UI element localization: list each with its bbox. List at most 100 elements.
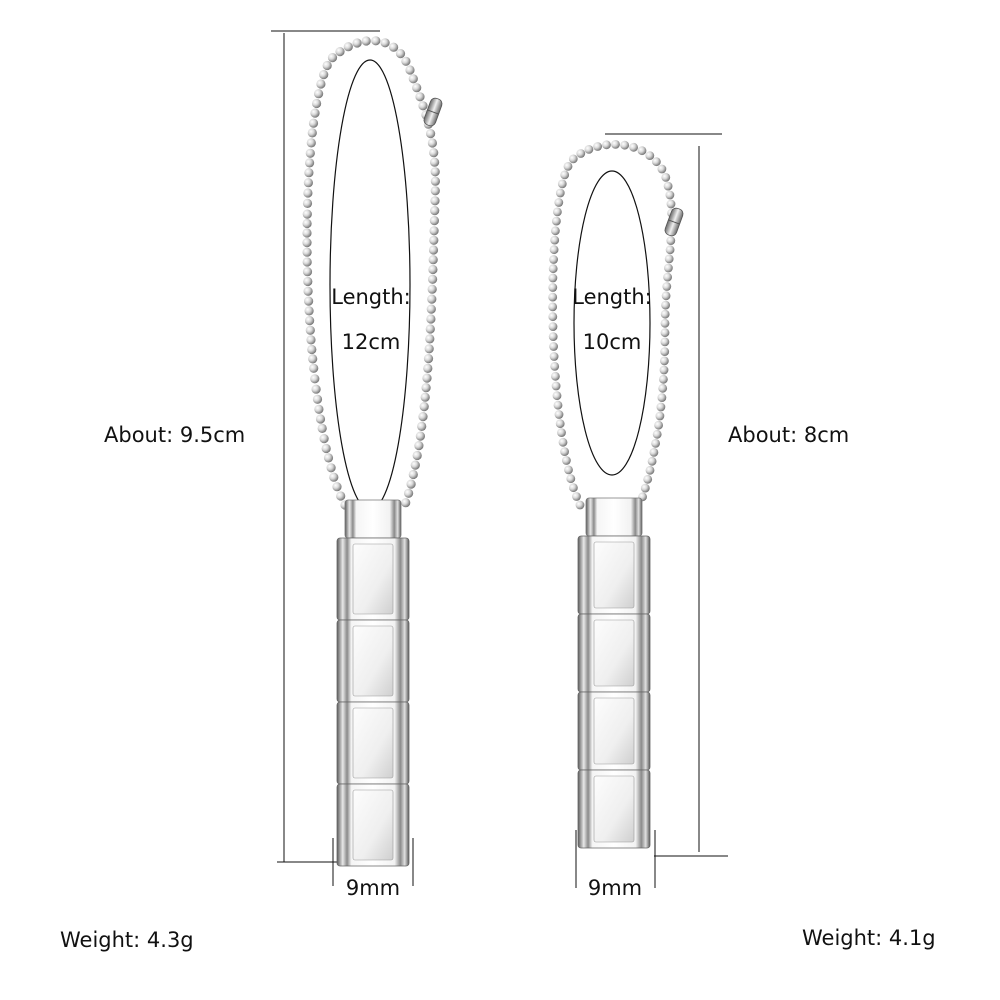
chain-bead — [427, 284, 437, 294]
measure-lines — [271, 30, 728, 888]
chain-bead — [664, 254, 674, 264]
chain-bead — [430, 206, 440, 216]
chain-bead — [551, 371, 560, 381]
chain-bead — [620, 140, 630, 150]
chain-bead — [645, 151, 655, 161]
chain-bead — [652, 429, 662, 439]
chain-bead — [302, 257, 312, 267]
chain-bead — [593, 142, 602, 151]
link-bar-right — [577, 497, 651, 849]
chain-bead — [548, 283, 558, 292]
chain-bead — [655, 411, 665, 421]
chain-bead — [663, 181, 673, 191]
chain-bead — [568, 154, 578, 164]
charm-plate — [352, 543, 394, 615]
chain-bead — [427, 294, 437, 304]
chain-bead — [302, 218, 312, 229]
chain-bead — [422, 373, 432, 383]
chain-bead — [658, 383, 668, 393]
chain-bead — [302, 209, 312, 219]
chain-bead — [305, 325, 315, 335]
length-title-right: Length: — [572, 285, 652, 309]
chain-bead — [352, 38, 362, 48]
chain-bead — [649, 448, 659, 457]
chain-bead — [564, 465, 573, 475]
chain-bead — [302, 247, 312, 257]
chain-bead — [430, 167, 440, 177]
chain-bead — [415, 92, 425, 102]
chain-bead — [666, 236, 676, 246]
chain-bead — [661, 173, 671, 182]
chain-bead — [430, 186, 440, 196]
chain-bead — [657, 393, 667, 402]
chain-bead — [401, 56, 411, 66]
chain-bead — [549, 352, 559, 361]
chain-bead — [428, 245, 439, 255]
chain-bead — [417, 421, 427, 431]
chain-bead — [314, 404, 324, 414]
chain-bead — [572, 492, 581, 501]
chain-bead — [659, 365, 669, 375]
chain-bead — [660, 337, 670, 347]
chain-bead — [414, 441, 424, 451]
chain-bead — [303, 286, 313, 296]
chain-bead — [310, 374, 320, 384]
chain-bead — [552, 216, 561, 226]
top-connector — [344, 499, 402, 539]
chain-bead — [430, 157, 440, 167]
charm-plate — [593, 541, 635, 609]
chain-bead — [415, 431, 425, 441]
length-value-left: 12cm — [341, 330, 401, 354]
chain-bead — [549, 255, 558, 264]
chain-bead — [305, 148, 315, 158]
chain-bead — [554, 198, 564, 207]
chain-bead — [430, 196, 440, 206]
chain-bead — [576, 149, 586, 158]
chain-bead — [548, 332, 558, 341]
chain-bead — [554, 410, 564, 419]
chain-bead — [308, 354, 318, 364]
chain-bead — [428, 255, 438, 265]
clasp-seam — [427, 109, 439, 115]
chain-bead — [428, 274, 438, 284]
chain-bead — [548, 302, 558, 312]
charm-plate — [593, 775, 635, 843]
chain-bead — [551, 381, 561, 391]
chain-bead — [329, 472, 339, 482]
chain-bead — [637, 146, 647, 156]
chain-bead — [308, 118, 319, 128]
chain-bead — [664, 263, 673, 273]
chain-bead — [651, 439, 660, 448]
chain-bead — [555, 188, 565, 198]
chain-bead — [553, 207, 562, 217]
chain-bead — [311, 384, 321, 394]
chain-bead — [553, 400, 563, 410]
chain-bead — [584, 145, 594, 154]
chain-bead — [371, 36, 381, 46]
chain-bead — [550, 362, 560, 371]
chain-bead — [335, 47, 345, 57]
chain-bead — [302, 198, 313, 208]
chain-bead — [562, 456, 571, 465]
top-connector — [585, 497, 643, 537]
chain-bead — [412, 83, 422, 93]
chain-bead — [611, 140, 620, 149]
chain-bead — [665, 245, 675, 255]
chain-bead — [317, 423, 327, 433]
chain-bead — [419, 402, 429, 412]
chain-bead — [336, 491, 346, 501]
chain-bead — [304, 306, 314, 316]
chain-bead — [380, 38, 390, 48]
chain-bead — [552, 391, 562, 401]
chain-bead — [389, 42, 399, 52]
chain-bead — [663, 272, 672, 282]
weight-label-right: Weight: 4.1g — [802, 926, 936, 950]
chain-bead — [406, 479, 416, 489]
width-label-right: 9mm — [587, 876, 643, 900]
chain-bead — [305, 158, 315, 168]
chain-bead — [661, 300, 670, 310]
chain-bead — [548, 273, 558, 283]
chain-bead — [555, 419, 565, 429]
chain-bead — [315, 414, 326, 424]
